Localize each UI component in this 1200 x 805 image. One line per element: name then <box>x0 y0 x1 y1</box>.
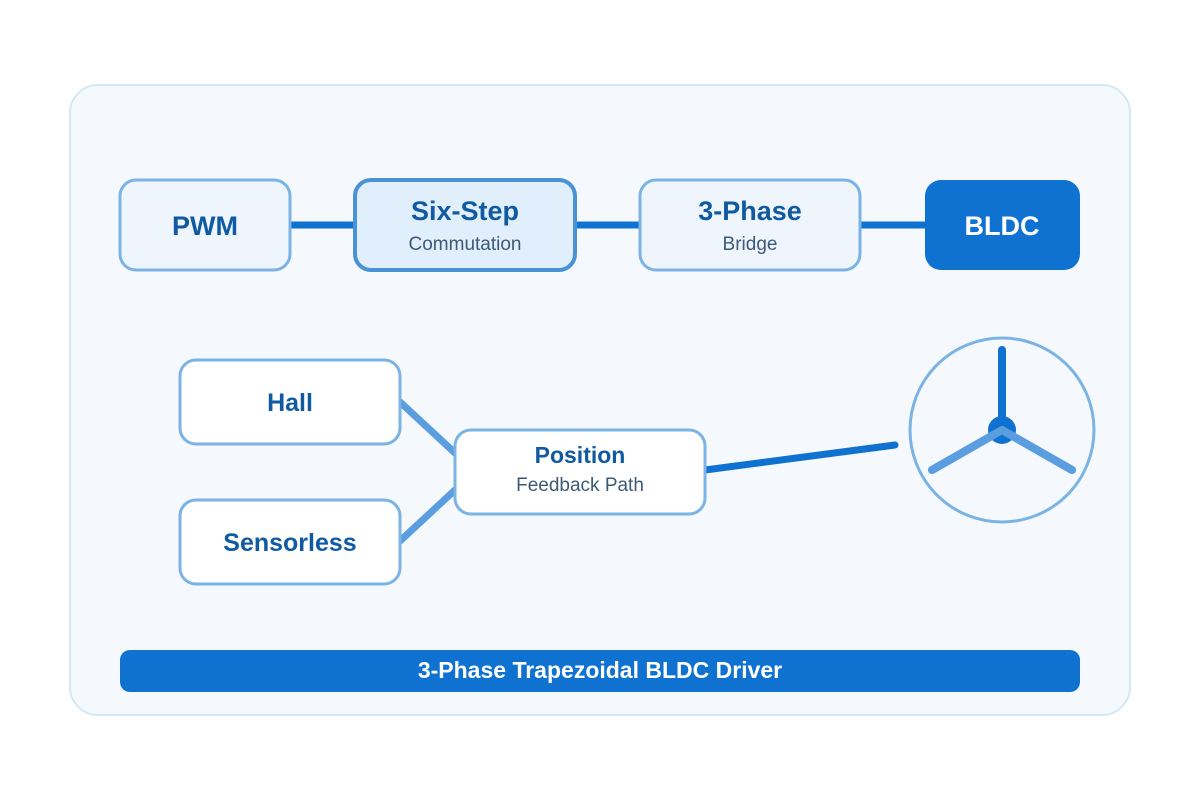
feedback-connectors <box>396 398 899 545</box>
pwm-node: PWM <box>118 178 292 272</box>
sensorless-title: Sensorless <box>223 529 356 557</box>
six-step-node: Six-Step Commutation <box>353 178 577 272</box>
sensorless-node: Sensorless <box>178 498 402 586</box>
hall-node: Hall <box>178 358 402 446</box>
position-node: Position Feedback Path <box>453 428 707 516</box>
motor-rotor-icon <box>908 336 1096 524</box>
position-subtitle: Feedback Path <box>516 475 644 496</box>
bldc-node: BLDC <box>925 180 1080 270</box>
connector-hall-position <box>396 398 459 457</box>
connector-sensorless-position <box>396 486 459 545</box>
hall-title: Hall <box>267 389 313 417</box>
three-phase-subtitle: Bridge <box>723 234 778 255</box>
pwm-title: PWM <box>172 211 238 241</box>
bldc-title: BLDC <box>965 211 1040 241</box>
three-phase-node: 3-Phase Bridge <box>638 178 862 272</box>
three-phase-title: 3-Phase <box>698 196 802 226</box>
position-title: Position <box>535 442 626 468</box>
six-step-title: Six-Step <box>411 196 519 226</box>
title-banner: 3-Phase Trapezoidal BLDC Driver <box>120 650 1080 692</box>
banner-label: 3-Phase Trapezoidal BLDC Driver <box>418 657 782 683</box>
six-step-subtitle: Commutation <box>409 234 522 255</box>
connector-position-motor <box>701 441 899 474</box>
